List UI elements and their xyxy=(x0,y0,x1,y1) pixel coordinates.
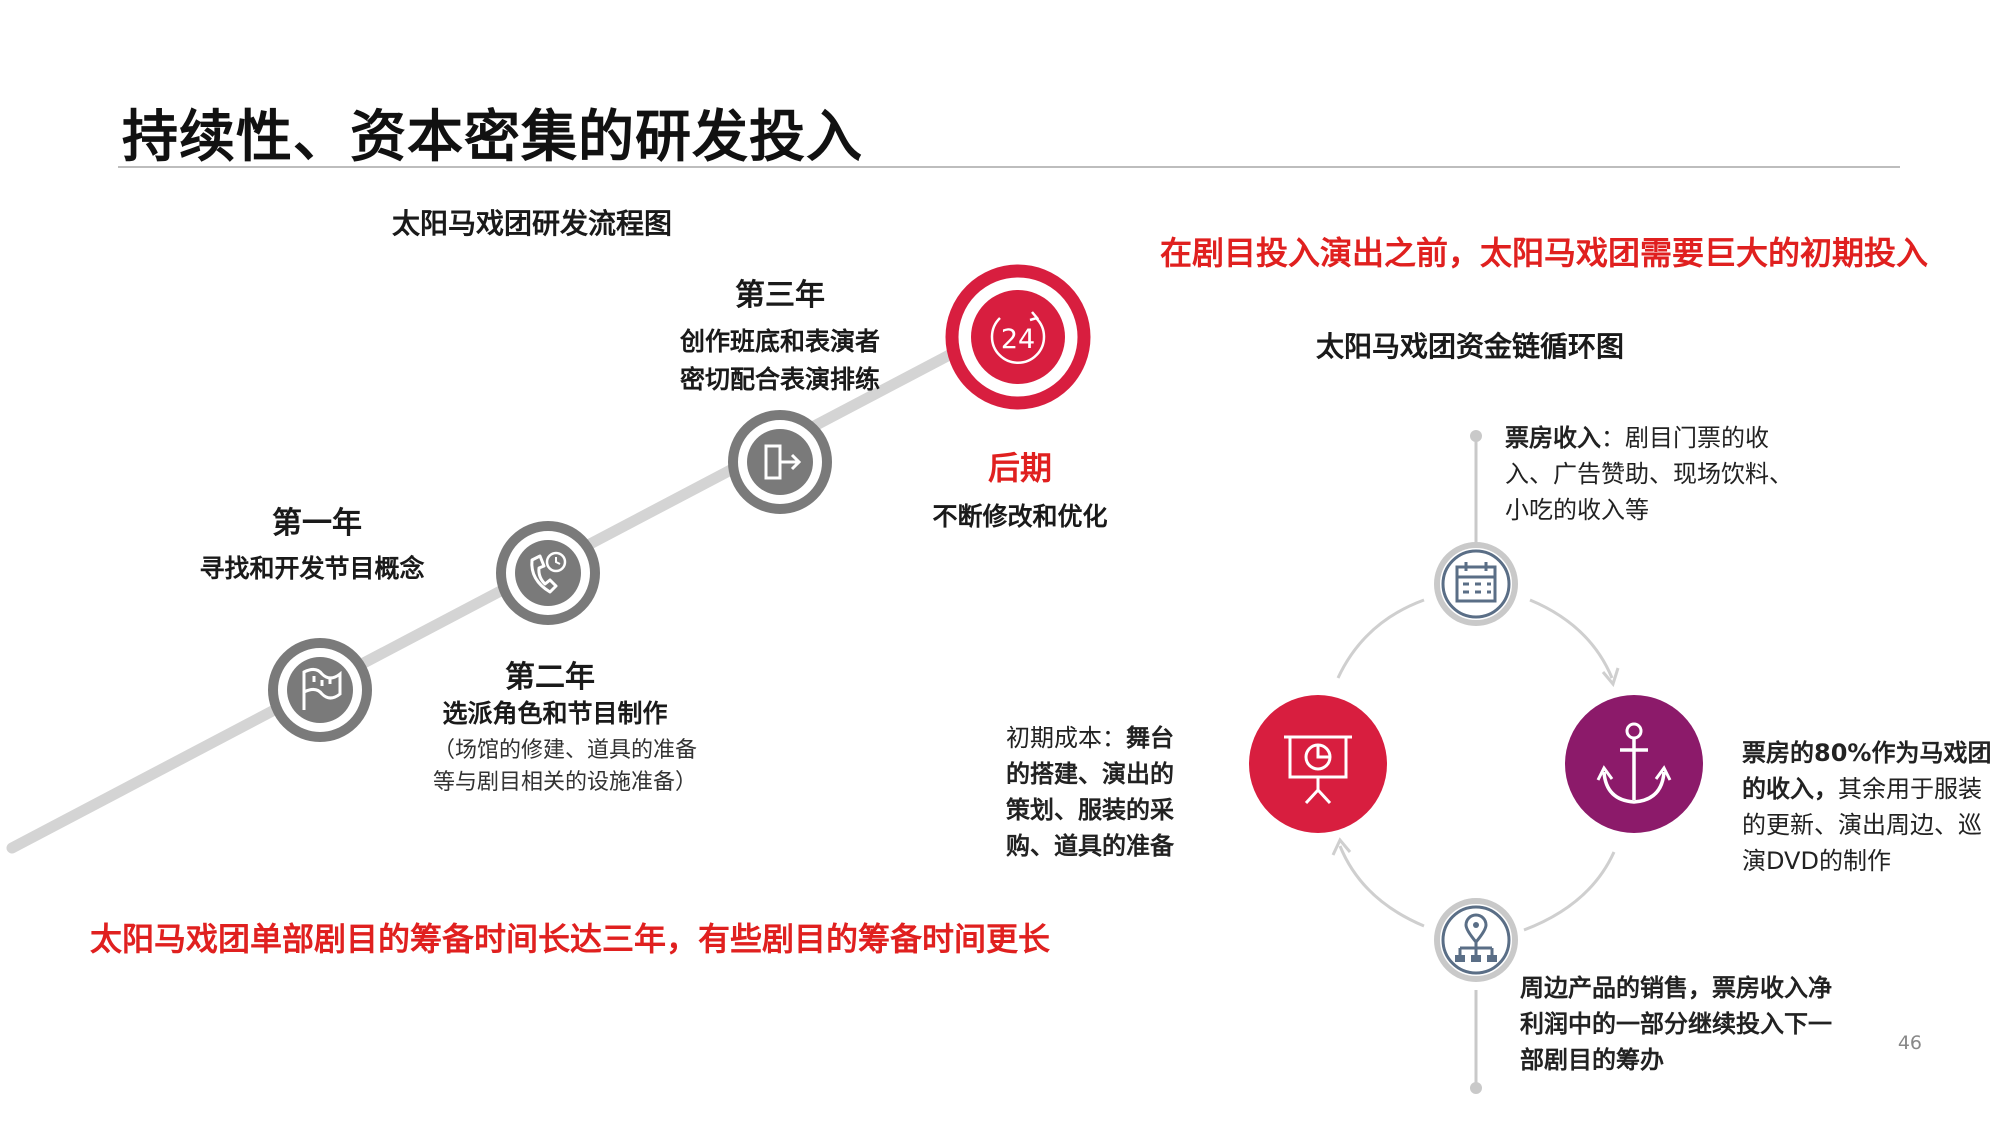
late-stage-label: 后期 xyxy=(987,449,1052,487)
year2-desc: 选派角色和节目制作 xyxy=(442,699,668,728)
revenue-text: 票房的80%作为马戏团 的收入，其余用于服装 的更新、演出周边、巡 演DVD的制… xyxy=(1742,739,1992,875)
title-divider xyxy=(118,166,1900,168)
24-hour-clock-icon: 24 xyxy=(945,264,1091,410)
late-stage-desc: 不断修改和优化 xyxy=(932,502,1108,531)
top-note: 在剧目投入演出之前，太阳马戏团需要巨大的初期投入 xyxy=(1160,234,1929,272)
year3-desc-line2: 密切配合表演排练 xyxy=(679,365,880,394)
year2-note-line2: 等与剧目相关的设施准备） xyxy=(432,770,697,795)
year1-label: 第一年 xyxy=(272,506,362,541)
presentation-chart-icon xyxy=(1249,695,1387,833)
box-office-text: 票房收入：剧目门票的收 入、广告赞助、现场饮料、 小吃的收入等 xyxy=(1505,424,1793,524)
year2-note-line1: （场馆的修建、道具的准备 xyxy=(432,738,697,763)
exit-door-icon xyxy=(728,410,832,514)
location-network-icon xyxy=(1434,898,1518,982)
bottom-note: 太阳马戏团单部剧目的筹备时间长达三年，有些剧目的筹备时间更长 xyxy=(90,920,1051,958)
flow-heading: 太阳马戏团研发流程图 xyxy=(392,207,673,240)
year1-desc: 寻找和开发节目概念 xyxy=(199,554,425,583)
flag-icon xyxy=(268,638,372,742)
svg-text:24: 24 xyxy=(1001,324,1035,355)
page-title: 持续性、资本密集的研发投入 xyxy=(122,105,863,170)
page-number: 46 xyxy=(1897,1032,1922,1054)
cycle-heading: 太阳马戏团资金链循环图 xyxy=(1316,330,1625,363)
phone-clock-icon xyxy=(496,521,600,625)
merch-text: 周边产品的销售，票房收入净 利润中的一部分继续投入下一 部剧目的筹办 xyxy=(1520,974,1832,1074)
initial-cost-text: 初期成本：舞台 的搭建、演出的 策划、服装的采 购、道具的准备 xyxy=(1006,724,1174,860)
anchor-icon xyxy=(1565,695,1703,833)
calendar-icon xyxy=(1434,542,1518,626)
year2-label: 第二年 xyxy=(505,660,595,695)
year3-desc-line1: 创作班底和表演者 xyxy=(679,327,880,356)
year3-label: 第三年 xyxy=(735,278,825,313)
